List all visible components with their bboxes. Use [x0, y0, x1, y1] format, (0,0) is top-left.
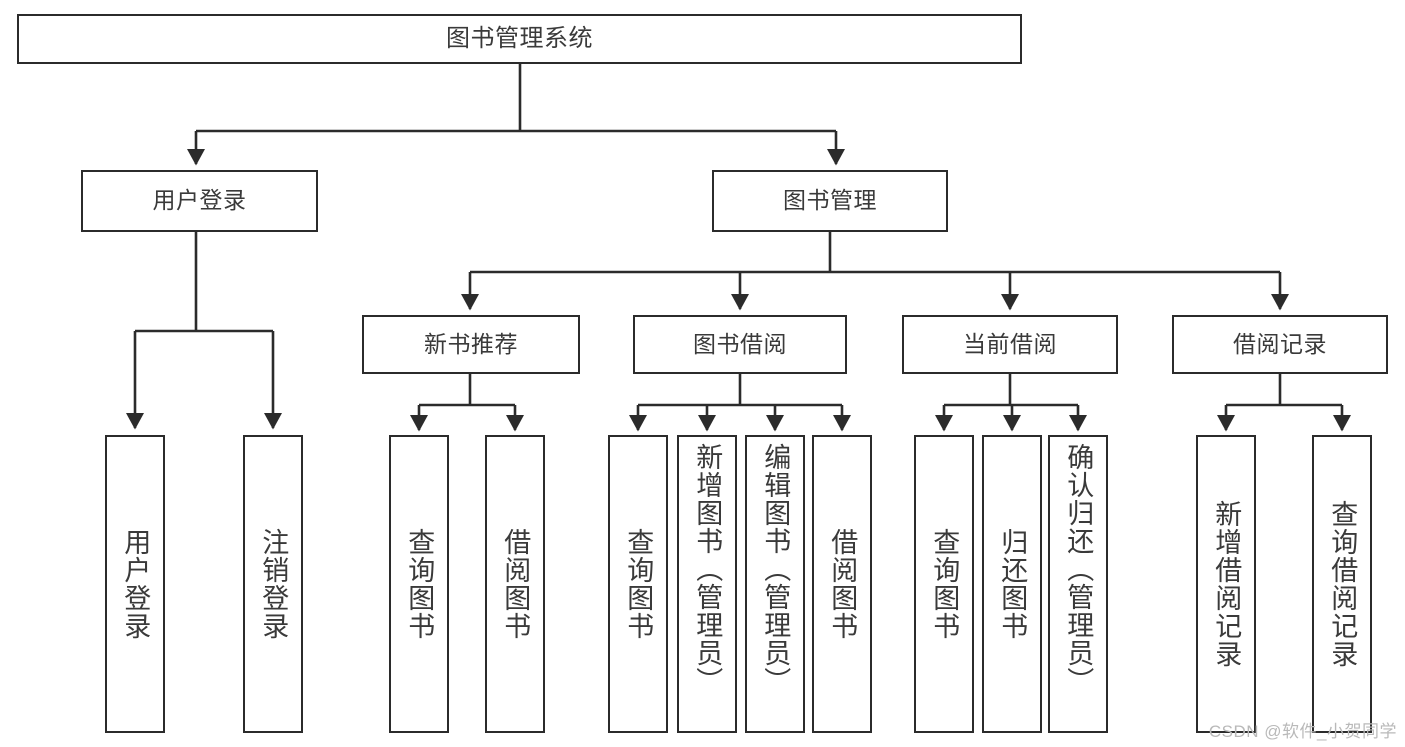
leaf-confirm-return-admin[interactable]: 确认归还（管理员）	[1048, 435, 1108, 733]
node-label: 新书推荐	[424, 330, 518, 357]
node-label: 借阅图书	[827, 528, 858, 640]
node-root-system[interactable]: 图书管理系统	[17, 14, 1022, 64]
node-label: 查询图书	[404, 528, 435, 640]
node-book-manage[interactable]: 图书管理	[712, 170, 948, 232]
leaf-query-book-borrow[interactable]: 查询图书	[608, 435, 668, 733]
leaf-edit-book-admin[interactable]: 编辑图书（管理员）	[745, 435, 805, 733]
csdn-watermark: CSDN @软件_小贺同学	[1208, 722, 1397, 741]
node-label: 用户登录	[120, 528, 151, 640]
node-label: 借阅记录	[1233, 330, 1327, 357]
node-label: 借阅图书	[500, 528, 531, 640]
node-label: 图书管理	[783, 187, 877, 214]
node-label: 编辑图书（管理员）	[760, 443, 791, 695]
leaf-user-login[interactable]: 用户登录	[105, 435, 165, 733]
node-user-login[interactable]: 用户登录	[81, 170, 318, 232]
node-new-book-recommend[interactable]: 新书推荐	[362, 315, 580, 374]
node-label: 查询借阅记录	[1327, 500, 1358, 668]
leaf-add-book-admin[interactable]: 新增图书（管理员）	[677, 435, 737, 733]
node-label: 归还图书	[997, 528, 1028, 640]
leaf-return-book[interactable]: 归还图书	[982, 435, 1042, 733]
node-label: 确认归还（管理员）	[1063, 443, 1094, 695]
node-label: 新增图书（管理员）	[692, 443, 723, 695]
node-book-borrow[interactable]: 图书借阅	[633, 315, 847, 374]
node-borrow-record[interactable]: 借阅记录	[1172, 315, 1388, 374]
node-label: 用户登录	[152, 187, 247, 214]
node-label: 新增借阅记录	[1211, 500, 1242, 668]
node-label: 查询图书	[623, 528, 654, 640]
leaf-user-logout[interactable]: 注销登录	[243, 435, 303, 733]
leaf-add-borrow-record[interactable]: 新增借阅记录	[1196, 435, 1256, 733]
node-label: 当前借阅	[963, 330, 1057, 357]
leaf-borrow-book[interactable]: 借阅图书	[812, 435, 872, 733]
node-label: 图书管理系统	[446, 24, 593, 52]
node-label: 图书借阅	[693, 330, 787, 357]
node-label: 查询图书	[929, 528, 960, 640]
leaf-query-borrow-record[interactable]: 查询借阅记录	[1312, 435, 1372, 733]
node-current-borrow[interactable]: 当前借阅	[902, 315, 1118, 374]
leaf-query-book-current[interactable]: 查询图书	[914, 435, 974, 733]
leaf-query-book-recommend[interactable]: 查询图书	[389, 435, 449, 733]
leaf-borrow-book-recommend[interactable]: 借阅图书	[485, 435, 545, 733]
node-label: 注销登录	[258, 528, 289, 640]
